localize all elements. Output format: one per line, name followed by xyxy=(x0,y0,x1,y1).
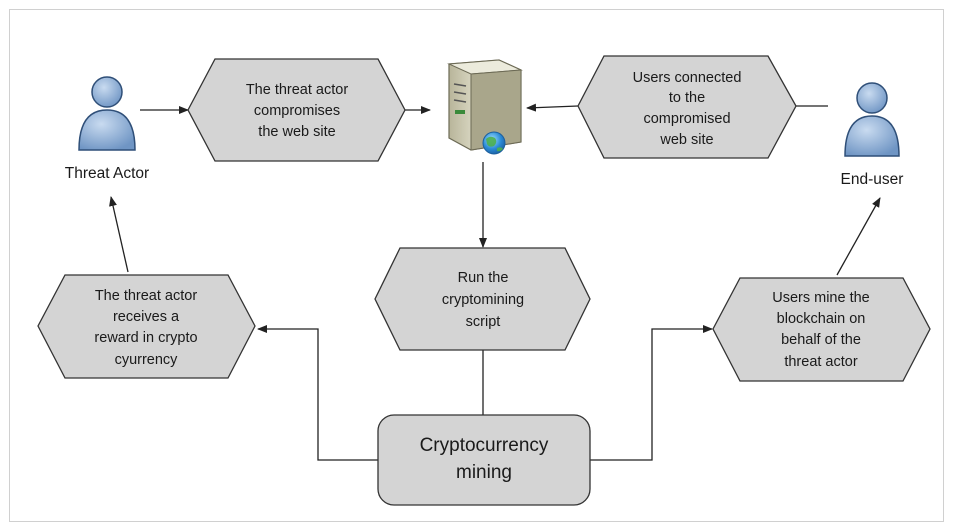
step-compromise-line-1: The threat actor xyxy=(246,82,349,98)
step-run-script-hexagon: Run the cryptomining script xyxy=(374,247,591,351)
step-users-connected-line-1: Users connected xyxy=(633,70,742,86)
end-user-person-icon xyxy=(844,82,900,157)
step-users-connected-hexagon: Users connected to the compromised web s… xyxy=(577,55,797,159)
cryptocurrency-mining-box: Cryptocurrency mining xyxy=(377,414,591,506)
threat-actor-label: Threat Actor xyxy=(65,165,149,182)
step-users-connected-line-3: compromised xyxy=(643,111,730,127)
end-user-label: End-user xyxy=(841,171,904,188)
step-mine-hexagon: Users mine the blockchain on behalf of t… xyxy=(712,277,931,382)
arrow-mining-to-mine xyxy=(590,325,713,461)
center-line-1: Cryptocurrency xyxy=(420,435,549,456)
step-mine-line-2: blockchain on xyxy=(777,311,866,327)
step-reward-line-1: The threat actor xyxy=(95,288,198,304)
arrow-mining-to-reward xyxy=(257,325,378,461)
step-users-connected-line-4: web site xyxy=(659,132,713,148)
arrow-reward-to-actor xyxy=(109,196,129,273)
step-compromise-line-2: compromises xyxy=(254,103,340,119)
globe-icon xyxy=(482,131,506,155)
step-run-script-line-1: Run the xyxy=(458,270,509,286)
step-mine-line-3: behalf of the xyxy=(781,332,861,348)
connectors xyxy=(109,103,881,461)
step-mine-line-4: threat actor xyxy=(784,354,858,370)
diagram-frame xyxy=(9,9,944,522)
step-reward-line-2: receives a xyxy=(113,309,180,325)
center-line-2: mining xyxy=(456,462,512,483)
threat-actor-person-icon xyxy=(78,76,136,151)
step-run-script-line-2: cryptomining xyxy=(442,292,524,308)
step-compromise-hexagon: The threat actor compromises the web sit… xyxy=(187,58,406,162)
step-run-script-line-3: script xyxy=(466,314,501,330)
arrow-mine-to-enduser xyxy=(836,197,881,276)
step-users-connected-line-2: to the xyxy=(669,90,705,106)
step-reward-hexagon: The threat actor receives a reward in cr… xyxy=(37,274,256,379)
step-mine-line-1: Users mine the xyxy=(772,290,870,306)
arrow-users-to-server xyxy=(526,103,579,112)
step-reward-line-3: reward in crypto xyxy=(94,330,197,346)
step-compromise-line-3: the web site xyxy=(258,124,335,140)
step-reward-line-4: cyurrency xyxy=(115,352,179,368)
web-server-icon xyxy=(447,59,523,151)
